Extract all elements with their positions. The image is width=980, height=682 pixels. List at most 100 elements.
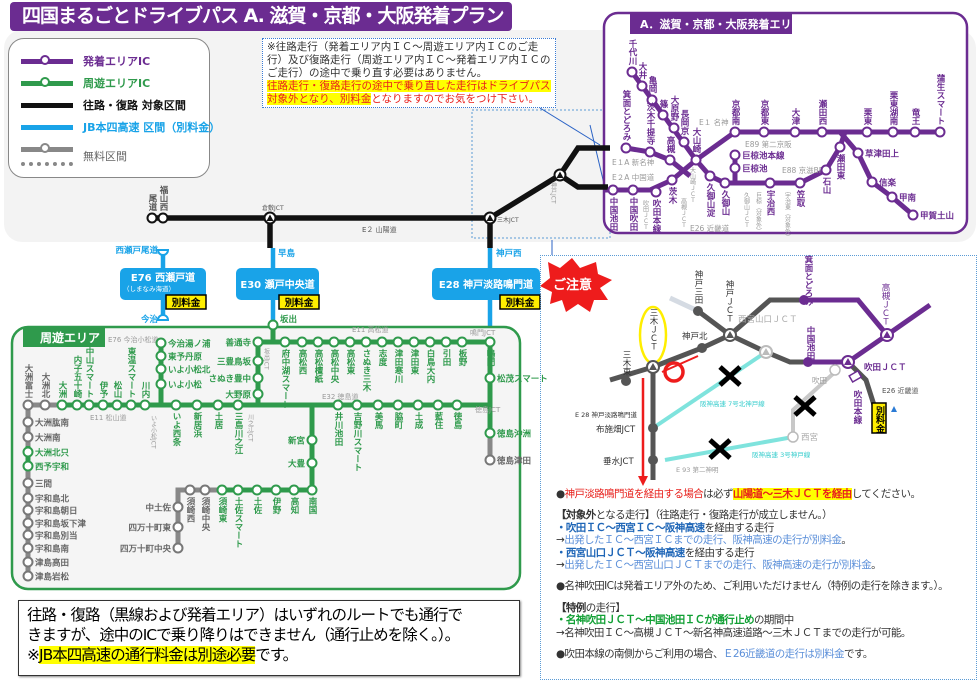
ic-station[interactable]: 大洲 [56, 380, 68, 411]
ic-station[interactable]: 草津田上 [852, 147, 900, 159]
jct-node[interactable] [553, 168, 567, 182]
ic-station[interactable]: 井川池田 [332, 399, 344, 447]
ic-station[interactable]: 尾道 [146, 194, 158, 224]
ic-station[interactable]: 新居浜 [191, 399, 203, 439]
ic-station[interactable]: 宇和島朝日 [22, 504, 78, 516]
ic-station[interactable]: 吉野川スマート [351, 399, 363, 472]
ic-station[interactable]: 高松東 [344, 336, 356, 376]
ic-station[interactable]: 土居 [212, 399, 224, 430]
ic-station[interactable]: 土佐 [251, 484, 263, 515]
ic-station[interactable]: 蒲生スマート [934, 73, 946, 138]
ic-station[interactable]: 大野原 [225, 388, 264, 400]
ic-station[interactable]: 京都南 [729, 99, 741, 138]
jct-node[interactable] [483, 211, 497, 225]
ic-station[interactable]: 引田 [440, 336, 452, 367]
ic-station[interactable]: 美馬 [372, 399, 384, 430]
ic-station[interactable]: 栗東湖南 [887, 91, 899, 138]
ic-station[interactable]: 大洲富士 [22, 363, 34, 411]
ic-station[interactable]: 信楽 [866, 176, 897, 188]
ic-station[interactable]: 高松檀紙 [312, 336, 324, 384]
ic-station[interactable]: 中山スマート [83, 346, 95, 411]
ic-station[interactable]: 大津 [789, 107, 801, 138]
ic-station[interactable]: 高松中央 [328, 336, 340, 384]
ic-station[interactable]: 志度 [376, 336, 388, 367]
ic-station[interactable]: 松茂スマート [484, 372, 548, 384]
ic-station[interactable]: 脇町 [392, 399, 404, 430]
ic-station[interactable]: 鳴門 [484, 336, 496, 367]
ic-station[interactable]: 中国吹田 [627, 184, 639, 232]
ic-station[interactable]: 大山崎 [690, 127, 702, 166]
ic-station[interactable]: 宇和島南 [22, 542, 70, 554]
ic-station[interactable]: 長岡京 [678, 109, 690, 148]
ic-station[interactable]: 川内 [139, 381, 151, 411]
ic-station[interactable]: 石山 [820, 164, 832, 195]
ic-station[interactable]: 宇和島別当 [22, 529, 78, 541]
ic-station[interactable]: さぬき三木 [360, 336, 372, 393]
ic-station[interactable]: 板野 [456, 336, 468, 367]
ic-station[interactable]: 藍住 [432, 399, 444, 430]
ic-station[interactable]: 四万十町中央 [120, 542, 184, 554]
ic-station[interactable]: 吹田本線 [650, 186, 662, 234]
ic-station[interactable]: 徳島沖洲 [484, 427, 532, 439]
ic-station[interactable]: 箕面とどろみ [620, 89, 632, 154]
ic-station[interactable]: 三豊鳥坂 [217, 355, 264, 367]
ic-station[interactable]: 中国池田 [607, 184, 619, 232]
jb-bridge-box[interactable]: E76 西瀬戸道（しまなみ海道）別料金 [120, 268, 207, 310]
ic-station[interactable]: 福山西 [157, 185, 169, 224]
ic-station[interactable]: 宇和島北 [22, 492, 70, 504]
ic-station[interactable]: 東温スマート [125, 346, 137, 411]
ic-station[interactable]: 大洲北只 [22, 446, 70, 458]
ic-station[interactable]: 新宮 [288, 434, 318, 446]
ic-station[interactable]: 巨椋池本線 [729, 149, 786, 161]
ic-station[interactable]: 津島高田 [22, 556, 70, 568]
ic-station[interactable]: いよ西条 [170, 399, 182, 447]
ic-station[interactable]: 瀬田西 [816, 99, 828, 138]
ic-station[interactable]: 今治湯ノ浦 [155, 337, 212, 349]
ic-station[interactable]: 松山 [111, 380, 123, 411]
ic-station[interactable]: 三島川之江 [232, 399, 244, 456]
ic-station[interactable]: 大洲北 [39, 372, 51, 411]
ic-station[interactable]: 須崎中央 [199, 484, 211, 532]
ic-station[interactable]: 土成 [412, 399, 424, 430]
ic-station[interactable]: 南国 [306, 484, 318, 515]
ic-station[interactable]: 竜王 [909, 107, 921, 138]
ic-station[interactable]: 土佐スマート [232, 484, 244, 549]
ic-station[interactable]: 高松西 [296, 336, 308, 376]
ic-station[interactable]: 茨木千提寺 [644, 102, 656, 158]
ic-station[interactable]: 笠取 [794, 177, 806, 208]
ic-station[interactable]: 善通寺 [225, 336, 264, 348]
ic-station[interactable]: 東予丹原 [155, 350, 203, 362]
ic-station[interactable]: 内子五十崎 [71, 355, 83, 411]
ic-station[interactable]: 津田東 [408, 336, 420, 376]
ic-station[interactable]: 久御山淀 [704, 170, 716, 218]
ic-station[interactable]: 巨椋池 [729, 162, 769, 174]
ic-station[interactable]: 篠 [657, 99, 669, 121]
ic-station[interactable]: 府中湖スマート [279, 336, 291, 409]
ic-station[interactable]: 宇和島坂下津 [22, 517, 87, 529]
ic-station[interactable]: 西予宇和 [22, 460, 70, 472]
ic-station[interactable]: 大原野 [668, 95, 680, 134]
ic-station[interactable]: いよ小松北 [155, 363, 211, 375]
ic-station[interactable]: 甲賀土山 [907, 209, 955, 221]
ic-station[interactable]: 大洲肱南 [22, 416, 70, 428]
ic-station[interactable]: 茨木 [666, 174, 678, 205]
ic-station[interactable]: 大洲南 [22, 431, 62, 443]
ic-station[interactable]: いよ小松 [155, 378, 203, 390]
jct-node[interactable] [263, 211, 277, 225]
ic-station[interactable]: 栗東 [861, 108, 873, 138]
ic-station[interactable]: 大井 [636, 61, 648, 92]
ic-station[interactable]: 須崎西 [184, 484, 196, 524]
ic-station[interactable]: 伊野 [270, 484, 282, 515]
ic-station[interactable]: 甲南 [886, 191, 917, 203]
ic-station[interactable]: 京都東 [758, 99, 770, 138]
ic-station[interactable]: 徳島津田 [484, 454, 532, 466]
ic-station[interactable]: 高知 [288, 484, 300, 515]
ic-station[interactable]: 大豊 [288, 457, 318, 469]
ic-station[interactable]: 四万十町東 [128, 521, 184, 533]
ic-station[interactable]: 瀬田東 [834, 141, 846, 181]
ic-station[interactable]: さぬき豊中 [209, 372, 264, 384]
ic-station[interactable]: 白鳥大内 [424, 336, 436, 384]
ic-station[interactable]: 千代川 [626, 39, 638, 78]
